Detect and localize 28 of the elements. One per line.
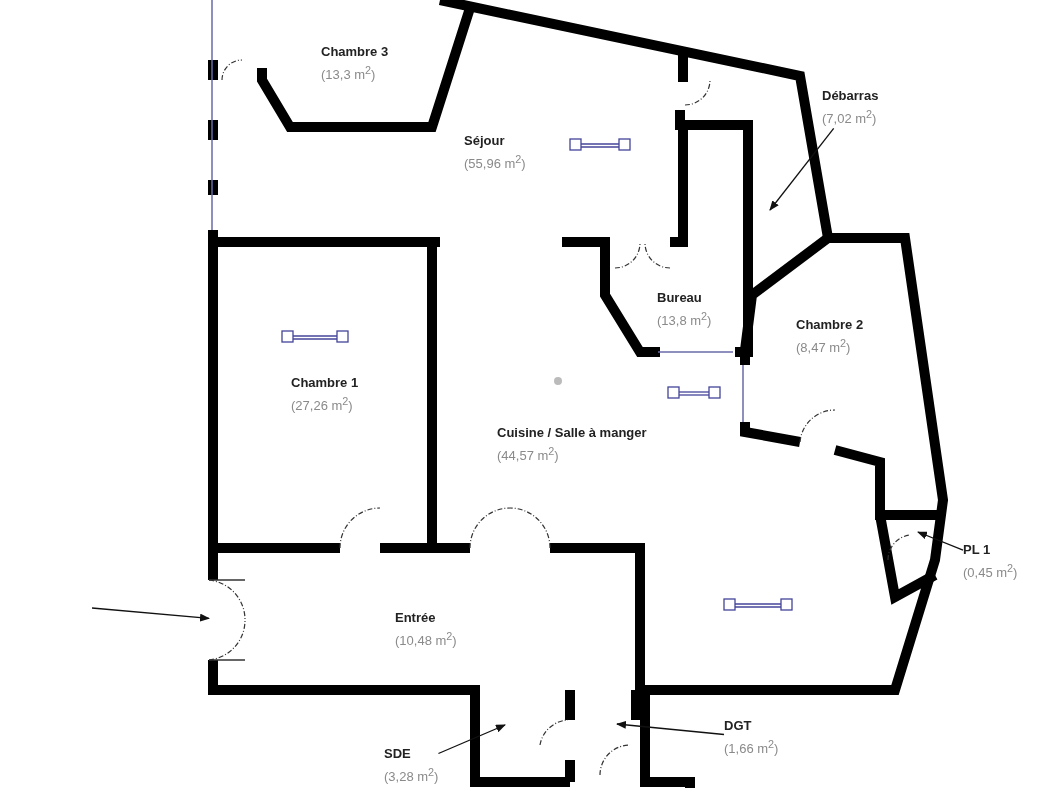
room-name: Bureau [657, 289, 703, 307]
room-area: (13,3 m$^{2}$) [321, 61, 389, 85]
room-name: Entrée [395, 609, 437, 627]
room-name: DGT [724, 717, 753, 735]
double-door [208, 579, 246, 661]
arrow [917, 531, 964, 551]
room-area: (1,66 m$^{2}$) [724, 735, 779, 759]
arrow [437, 724, 506, 755]
room-area: (8,47 m$^{2}$) [796, 334, 864, 358]
room-area: (0,45 m$^{2}$) [963, 559, 1018, 583]
arrow [616, 720, 725, 736]
room-name: Débarras [822, 87, 879, 105]
room-area: (13,8 m$^{2}$) [657, 307, 712, 331]
arrow [91, 607, 210, 622]
room-area: (10,48 m$^{2}$) [395, 627, 457, 651]
room-name: PL 1 [963, 541, 992, 559]
room-name: Cuisine / Salle à manger [497, 424, 647, 442]
room-name: Séjour [464, 132, 506, 150]
room-name: Chambre 3 [321, 43, 389, 61]
room-name: Chambre 2 [796, 316, 864, 334]
room-area: (44,57 m$^{2}$) [497, 442, 647, 466]
room-name: Chambre 1 [291, 374, 359, 392]
room-area: (7,02 m$^{2}$) [822, 105, 879, 129]
room-area: (55,96 m$^{2}$) [464, 150, 526, 174]
room-area: (27,26 m$^{2}$) [291, 392, 359, 416]
room-area: (3,28 m$^{2}$) [384, 763, 439, 787]
arrow [769, 127, 835, 211]
room-name: SDE [384, 745, 412, 763]
